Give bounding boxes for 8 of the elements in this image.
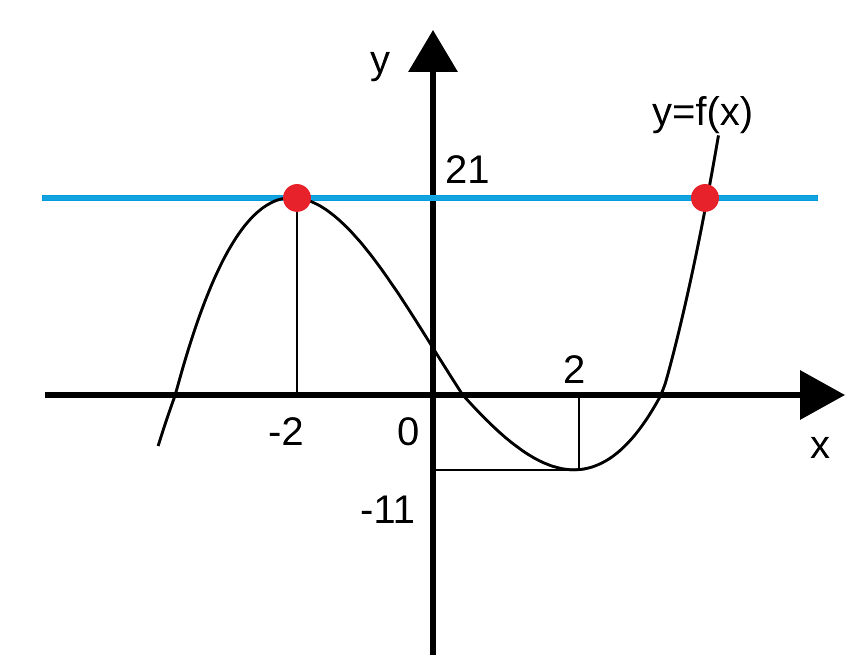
tick-label: 21: [445, 150, 490, 190]
axis-label: x: [810, 425, 830, 465]
axis-label: y: [370, 40, 390, 80]
tick-label: 0: [397, 412, 420, 452]
tick-label: -2: [268, 412, 304, 452]
tick-label: 2: [563, 350, 586, 390]
tick-label: -11: [360, 490, 415, 530]
curve-label: y=f(x): [652, 92, 754, 132]
